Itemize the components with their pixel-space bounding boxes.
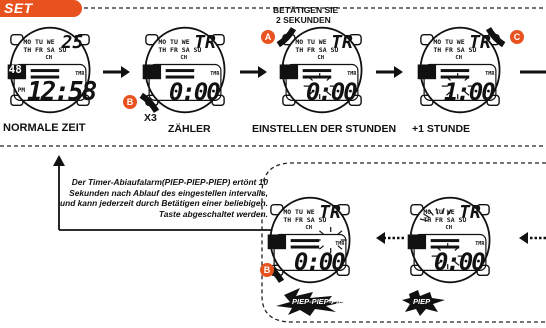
label-x3: X3 xyxy=(144,112,157,124)
watch6-ch: CH xyxy=(445,225,453,232)
watch1-seconds: 48 xyxy=(8,63,22,77)
instruction-line2: 2 SEKUNDEN xyxy=(276,15,331,25)
watch6-mode: TR xyxy=(459,202,481,224)
instruction-line1: BETÄTIGEN SIE xyxy=(273,5,339,15)
bottom-dotted-arrows xyxy=(376,232,546,244)
bottom-dashed-box xyxy=(261,162,546,323)
watch5-days-row1: MO TU WE xyxy=(283,207,315,216)
watch2-ch: CH xyxy=(180,55,188,62)
watch3-face xyxy=(276,26,363,114)
watch3-days-row1: MO TU WE xyxy=(295,37,327,46)
beep-label-single: PIEP xyxy=(413,297,431,306)
beep-label-triple: PIEP-PIEP-PIEP xyxy=(292,297,349,306)
return-arrow xyxy=(53,155,275,231)
watch1-date: 25 xyxy=(61,32,84,54)
watch1-days-row1: MO TU WE xyxy=(23,37,55,46)
watch3-display: 0:00 xyxy=(305,78,358,107)
watch2-face xyxy=(139,26,226,114)
watch3-days-row2: TH FR SA SU xyxy=(295,46,339,54)
watch1-time: 12:58 xyxy=(27,77,97,108)
watch5-tmr: TMR xyxy=(335,241,345,248)
alarm-note: Der Timer-Abiaufalarm(PIEP-PIEP-PIEP) er… xyxy=(59,177,268,219)
watch1-tmr: TMR xyxy=(75,71,85,78)
watch1-days-row2: TH FR SA SU xyxy=(23,46,67,54)
watch4-mode: TR xyxy=(469,32,491,54)
watch4-tmr: TMR xyxy=(485,71,495,78)
watch4-days-row1: MO TU WE xyxy=(433,37,465,46)
button-a-badge: A xyxy=(261,30,275,44)
beep-burst-triple xyxy=(276,288,344,316)
set-timer-title: SET TIMER xyxy=(0,0,82,33)
watch5-display: 0:00 xyxy=(293,248,346,277)
watch3-mode: TR xyxy=(331,32,353,54)
watch1-face xyxy=(7,26,91,114)
watch5-face xyxy=(264,196,351,284)
watch5-days-row2: TH FR SA SU xyxy=(283,216,327,224)
watch4-days-row2: TH FR SA SU xyxy=(433,46,477,54)
watch3-tmr: TMR xyxy=(347,71,357,78)
watch4-ch: CH xyxy=(455,55,463,62)
label-set-hours: EINSTELLEN DER STUNDEN xyxy=(252,123,397,135)
label-counter: ZÄHLER xyxy=(168,123,211,135)
watch6-tmr: TMR xyxy=(475,241,485,248)
row-arrows xyxy=(103,66,546,78)
label-normal-time: NORMALE ZEIT xyxy=(3,122,86,134)
button-c-badge: C xyxy=(510,30,524,44)
watch6-days-row2: TH FR SA SU xyxy=(423,216,467,224)
watch4-face xyxy=(417,26,506,114)
watch5-mode: TR xyxy=(319,202,341,224)
watch6-face xyxy=(407,196,491,284)
label-plus-hour: +1 STUNDE xyxy=(412,123,471,135)
watch2-display: 0:00 xyxy=(168,78,221,107)
watch1-ch: CH xyxy=(45,55,53,62)
watch2-tmr: TMR xyxy=(210,71,220,78)
watch6-days-row1: MO TU WE xyxy=(423,207,455,216)
watch2-days-row1: MO TU WE xyxy=(158,37,190,46)
watch2-mode: TR xyxy=(194,32,216,54)
watch1-pm: PM xyxy=(17,87,26,95)
beep-burst-single xyxy=(402,290,445,316)
watch2-days-row2: TH FR SA SU xyxy=(158,46,202,54)
watch5-ch: CH xyxy=(305,225,313,232)
button-b-badge: B xyxy=(123,95,137,109)
watch4-display: 1:00 xyxy=(443,78,496,107)
watch6-display: 0:00 xyxy=(433,248,486,277)
button-b-badge-bottom: B xyxy=(260,263,274,277)
watch3-ch: CH xyxy=(317,55,325,62)
